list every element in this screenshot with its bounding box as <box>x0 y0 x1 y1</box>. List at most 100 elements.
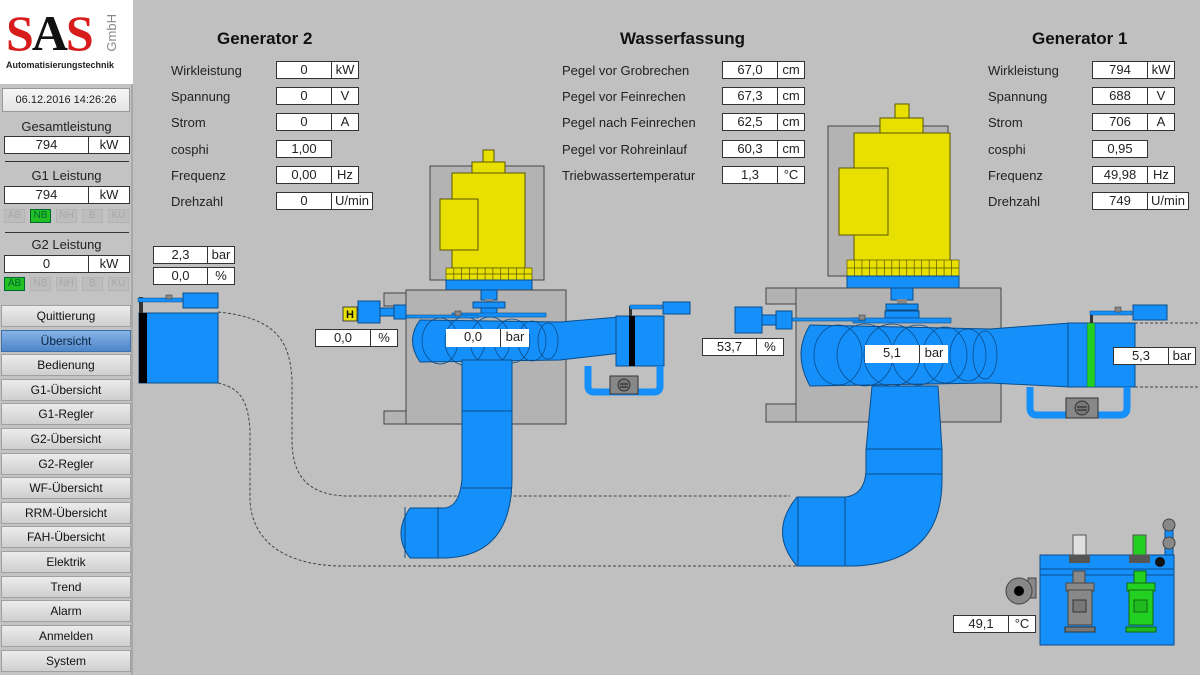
state-nb: NB <box>30 277 51 291</box>
value: 749 <box>1093 193 1148 209</box>
nav-alarm[interactable]: Alarm <box>1 600 131 622</box>
unit: bar <box>211 247 231 262</box>
g2-label-drehzahl: Drehzahl <box>171 194 224 209</box>
g2-state-indicators: AB NB NH B KU <box>4 277 129 291</box>
state-ku: KU <box>108 277 129 291</box>
unit: Hz <box>337 167 353 182</box>
value: 794 <box>1093 62 1148 78</box>
nav-uebersicht[interactable]: Übersicht <box>1 330 131 352</box>
value: 706 <box>1093 114 1148 130</box>
nav-elektrik[interactable]: Elektrik <box>1 551 131 573</box>
value: 2,3 <box>154 247 208 263</box>
state-nh: NH <box>56 277 77 291</box>
datetime-display: 06.12.2016 14:26:26 <box>2 88 130 112</box>
manual-mode-badge: H <box>346 309 354 321</box>
g2-power-label: G2 Leistung <box>31 237 102 252</box>
unit: bar <box>924 345 944 360</box>
nav-bedienung[interactable]: Bedienung <box>1 354 131 376</box>
nav-quittierung[interactable]: Quittierung <box>1 305 131 327</box>
unit: cm <box>782 141 800 156</box>
nav-rrm-uebersicht[interactable]: RRM-Übersicht <box>1 502 131 524</box>
unit: kW <box>335 62 355 77</box>
state-b: B <box>82 277 103 291</box>
unit: % <box>764 339 776 354</box>
separator <box>5 161 129 162</box>
state-b: B <box>82 209 103 223</box>
value: 794 <box>5 187 89 203</box>
separator <box>5 232 129 233</box>
nav-fah-uebersicht[interactable]: FAH-Übersicht <box>1 526 131 548</box>
inlet-valve-state-bar <box>139 313 147 383</box>
unit: °C <box>1014 616 1030 631</box>
nav-trend[interactable]: Trend <box>1 576 131 598</box>
state-nh: NH <box>56 209 77 223</box>
wasserfassung-title: Wasserfassung <box>620 29 746 48</box>
wf-label-temperatur: Triebwassertemperatur <box>562 168 696 183</box>
value: 0 <box>277 193 332 209</box>
g1-label-spannung: Spannung <box>988 89 1048 104</box>
nav-system[interactable]: System <box>1 650 131 672</box>
g2-label-frequenz: Frequenz <box>171 168 226 183</box>
unit: kW <box>1151 62 1171 77</box>
g2-power-value: 0 kW <box>4 255 130 273</box>
generator2-title: Generator 2 <box>217 29 313 48</box>
nav-g2-regler[interactable]: G2-Regler <box>1 453 131 475</box>
inlet-valve-opening-display: 0,0 % <box>153 267 235 285</box>
total-power-label: Gesamtleistung <box>21 119 112 134</box>
g1-label-strom: Strom <box>988 115 1023 130</box>
value: 688 <box>1093 88 1148 104</box>
g1-inlet-pressure-display: 5,3 bar <box>1113 347 1196 365</box>
hydraulic-temp-display: 49,1 °C <box>953 615 1036 633</box>
logo-brand: SAS <box>6 5 94 61</box>
nav-wf-uebersicht[interactable]: WF-Übersicht <box>1 477 131 499</box>
inlet-valve <box>137 292 219 384</box>
value: 49,1 <box>954 616 1009 632</box>
g1-label-wirkleistung: Wirkleistung <box>988 63 1059 78</box>
unit: bar <box>505 329 525 344</box>
value: 0,0 <box>446 329 501 347</box>
g2-label-spannung: Spannung <box>171 89 231 104</box>
value: 0 <box>277 88 332 104</box>
g2-cosphi-value: 1,00 <box>276 140 332 158</box>
value: 0,0 <box>316 330 371 346</box>
value: 0 <box>5 256 89 272</box>
g1-power-label: G1 Leistung <box>31 168 102 183</box>
unit: U/min <box>1151 193 1185 208</box>
value: 1,3 <box>723 167 778 183</box>
generator1-title: Generator 1 <box>1032 29 1128 48</box>
value: 60,3 <box>723 141 778 157</box>
value: 49,98 <box>1093 167 1148 183</box>
wf-temperatur-value: 1,3 °C <box>722 166 805 184</box>
unit: kW <box>99 256 119 271</box>
g1-label-cosphi: cosphi <box>988 142 1026 157</box>
g1-cosphi-value: 0,95 <box>1092 140 1148 158</box>
wf-label-nach-feinrechen: Pegel nach Feinrechen <box>562 115 696 130</box>
g2-label-strom: Strom <box>171 115 206 130</box>
unit: U/min <box>335 193 369 208</box>
nav-g1-uebersicht[interactable]: G1-Übersicht <box>1 379 131 401</box>
generator1-assembly <box>734 103 1168 567</box>
nav-anmelden[interactable]: Anmelden <box>1 625 131 647</box>
wf-label-rohreinlauf: Pegel vor Rohreinlauf <box>562 142 688 157</box>
state-ab: AB <box>4 277 25 291</box>
unit: A <box>340 114 350 129</box>
value: 53,7 <box>703 339 757 355</box>
unit: cm <box>782 114 800 129</box>
value: 67,3 <box>723 88 778 104</box>
unit: bar <box>1172 348 1192 363</box>
unit: °C <box>783 167 799 182</box>
nav-g1-regler[interactable]: G1-Regler <box>1 403 131 425</box>
logo-tagline: Automatisierungstechnik <box>6 60 115 70</box>
nav-g2-uebersicht[interactable]: G2-Übersicht <box>1 428 131 450</box>
